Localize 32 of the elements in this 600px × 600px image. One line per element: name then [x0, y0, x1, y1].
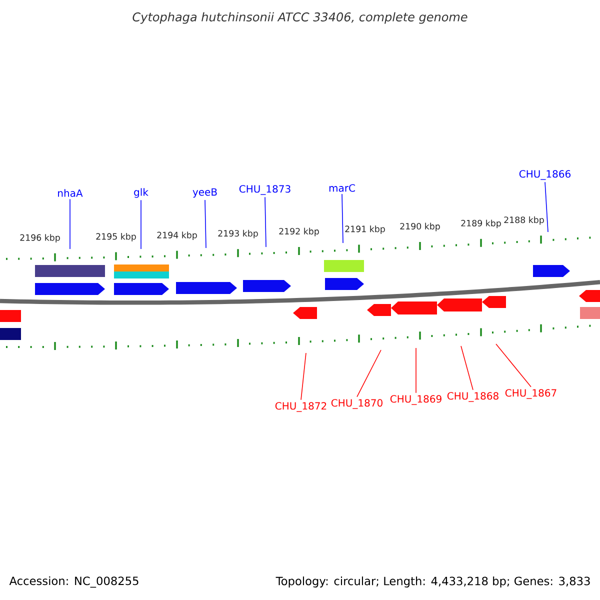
scale-label: 2195 kbp [96, 233, 136, 242]
leader-line [264, 196, 266, 248]
scale-label: 2188 kbp [504, 216, 544, 225]
genome-info-label: Topology: circular; Length: 4,433,218 bp; Genes: 3,833 [276, 576, 590, 588]
gene-label: CHU_1870 [331, 399, 382, 409]
scale-label: 2190 kbp [400, 222, 440, 232]
leader-line [140, 200, 142, 250]
scale-label: 2192 kbp [279, 228, 319, 236]
leader-line [544, 182, 548, 232]
gene-label: CHU_1869 [390, 395, 442, 405]
scale-label: 2194 kbp [157, 232, 197, 240]
scale-label: 2191 kbp [345, 226, 385, 234]
gene-label: CHU_1868 [447, 392, 498, 402]
gene-label: glk [134, 188, 148, 198]
gene-label: CHU_1872 [275, 402, 326, 412]
gene-label: nhaA [58, 189, 83, 197]
gene-label: CHU_1866 [519, 170, 570, 180]
leader-line [460, 346, 474, 390]
leader-line [356, 350, 382, 398]
leader-line [204, 200, 206, 248]
gene-label: CHU_1867 [505, 389, 556, 399]
leader-line [300, 352, 306, 400]
scale-label: 2193 kbp [218, 230, 258, 238]
title: Cytophaga hutchinsonii ATCC 33406, complete genome [132, 12, 468, 24]
accession-label: Accession: NC_008255 [9, 576, 138, 588]
scale-label: 2196 kbp [20, 234, 60, 242]
gene-label: marC [329, 184, 355, 192]
leader-line [496, 344, 532, 388]
leader-line [342, 194, 344, 244]
scale-label: 2189 kbp [461, 220, 501, 228]
gene-label: CHU_1873 [239, 185, 290, 195]
gene-label: yeeB [192, 188, 217, 198]
